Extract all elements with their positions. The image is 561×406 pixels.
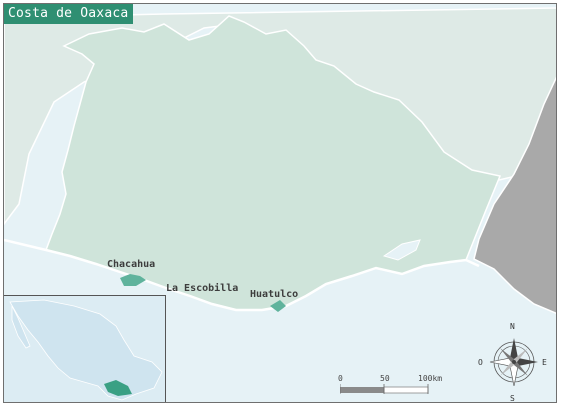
- inset-mexico: [9, 299, 163, 401]
- lagoon: [382, 239, 421, 261]
- place-label-la-escobilla: La Escobilla: [166, 283, 239, 294]
- inset-baja: [11, 305, 31, 349]
- scale-bar: 0 50 100km: [338, 374, 460, 398]
- compass-rose: N S O E: [478, 322, 550, 403]
- scale-tick-100km: 100km: [418, 374, 443, 383]
- inset-oaxaca: [104, 380, 132, 396]
- compass-south: S: [510, 394, 515, 403]
- compass-star-icon: [489, 338, 538, 387]
- place-label-chacahua: Chacahua: [107, 259, 156, 270]
- scale-tick-0: 0: [338, 374, 343, 383]
- scale-tick-50: 50: [380, 374, 390, 383]
- guatemala-region: [473, 76, 556, 314]
- compass-north: N: [510, 322, 515, 331]
- coastline: [4, 238, 480, 312]
- inset-map-svg: [4, 296, 165, 402]
- protected-area-huatulco: [270, 300, 286, 312]
- place-label-huatulco: Huatulco: [250, 289, 299, 300]
- inset-locator-map: [4, 295, 166, 402]
- map-title: Costa de Oaxaca: [4, 4, 134, 24]
- scale-bar-graphic: [340, 384, 429, 394]
- compass-east: E: [542, 358, 547, 367]
- protected-area-chacahua: [120, 274, 146, 286]
- map-frame: Costa de Oaxaca Chacahua La Escobilla Hu…: [3, 3, 557, 403]
- compass-west: O: [478, 358, 483, 367]
